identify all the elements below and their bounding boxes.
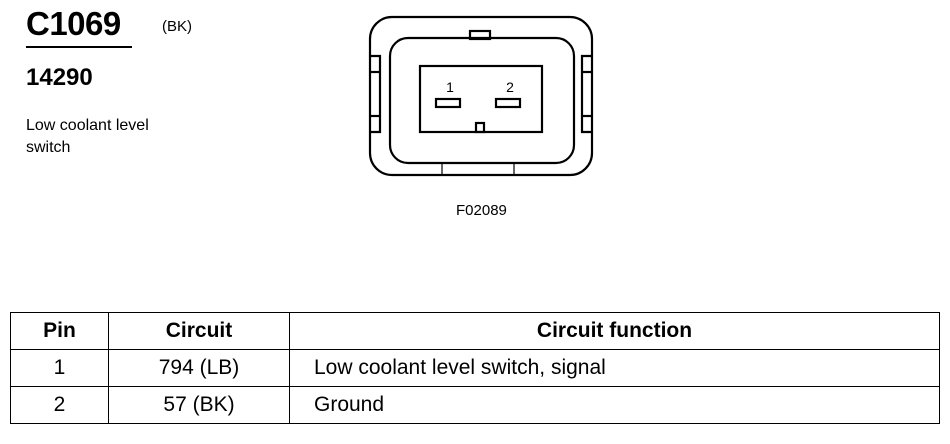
header-pin: Pin: [10, 312, 109, 350]
header-circuit-function: Circuit function: [289, 312, 940, 350]
pin-2-terminal: [494, 97, 522, 109]
connector-inner-face: [388, 36, 576, 165]
cell-function: Low coolant level switch, signal: [289, 349, 940, 387]
table-row: 1 794 (LB) Low coolant level switch, sig…: [10, 349, 940, 387]
cell-circuit: 794 (LB): [108, 349, 290, 387]
figure-id: F02089: [456, 202, 507, 219]
pin-1-terminal: [434, 97, 462, 109]
cell-function: Ground: [289, 386, 940, 424]
table-header-row: Pin Circuit Circuit function: [10, 312, 940, 350]
part-number: 14290: [26, 64, 93, 91]
key-notch: [474, 121, 486, 134]
color-code: (BK): [162, 18, 192, 35]
table-row: 2 57 (BK) Ground: [10, 386, 940, 424]
cell-pin: 2: [10, 386, 109, 424]
cell-circuit: 57 (BK): [108, 386, 290, 424]
connector-right-rib: [580, 54, 592, 134]
connector-id-underline: [26, 46, 132, 48]
pin-1-label: 1: [446, 79, 454, 95]
pin-2-label: 2: [506, 79, 514, 95]
pin-table: Pin Circuit Circuit function 1 794 (LB) …: [10, 312, 940, 424]
connector-description: Low coolant level switch: [26, 117, 149, 156]
connector-left-rib: [370, 54, 382, 134]
connector-outer-shell: [368, 15, 594, 177]
cell-pin: 1: [10, 349, 109, 387]
header-circuit: Circuit: [108, 312, 290, 350]
connector-face-diagram: 1 2: [368, 15, 594, 177]
connector-latch-tab: [468, 29, 492, 41]
connector-id: C1069: [26, 5, 121, 42]
